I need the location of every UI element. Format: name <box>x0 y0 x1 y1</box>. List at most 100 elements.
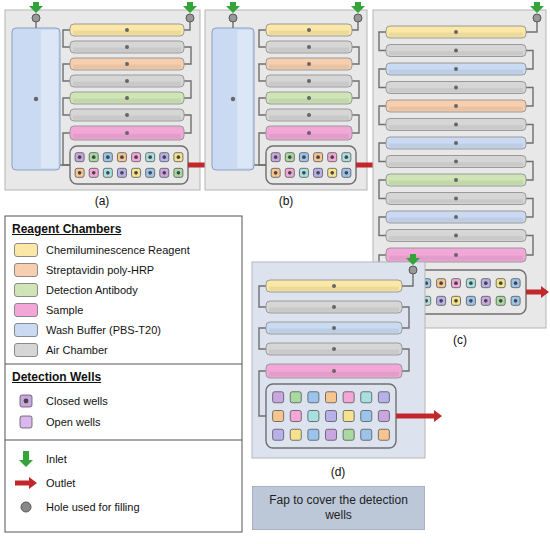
fluid-channel <box>63 64 70 81</box>
fluid-channel <box>526 51 533 70</box>
detection-well <box>314 153 323 162</box>
fluid-channel <box>63 30 70 47</box>
well-cap <box>134 155 138 159</box>
detection-well <box>20 395 32 407</box>
fluid-channel <box>526 162 533 181</box>
reagent-chamber <box>266 109 352 121</box>
reagent-chamber <box>386 211 526 223</box>
fluid-channel <box>184 22 190 30</box>
well-cap <box>484 299 488 303</box>
legend-entry: Inlet <box>14 450 67 468</box>
detection-well <box>103 153 112 162</box>
well-cap <box>120 171 124 175</box>
chamber-hole <box>454 141 458 145</box>
detection-well <box>299 168 308 177</box>
cartridge-panel <box>252 254 442 458</box>
detection-well <box>314 168 323 177</box>
detection-well <box>89 153 98 162</box>
chamber-hole <box>454 178 458 182</box>
inlet-arrow <box>406 254 420 265</box>
detection-well <box>378 392 389 403</box>
outlet-arrow <box>526 286 549 298</box>
reagent-chamber <box>266 24 352 36</box>
detection-well <box>326 429 337 440</box>
legend-border <box>5 216 242 532</box>
well-cap <box>316 171 320 175</box>
well-cap <box>274 171 278 175</box>
chamber-hole <box>125 131 129 135</box>
legend-text: Inlet <box>46 453 67 465</box>
reagent-chamber <box>266 343 402 355</box>
legend-swatch <box>14 343 38 357</box>
legend-text: Streptavidin poly-HRP <box>46 264 154 276</box>
legend-text: Hole used for filling <box>46 501 140 513</box>
legend-swatch <box>14 283 38 297</box>
chamber-hole <box>307 45 311 49</box>
reagent-chamber <box>386 193 526 205</box>
detection-well <box>174 153 183 162</box>
panel-label: (d) <box>331 465 346 479</box>
well-cap <box>106 171 110 175</box>
well-cap <box>92 171 96 175</box>
well-cap <box>469 281 473 285</box>
detection-well <box>20 416 32 428</box>
detection-well <box>160 153 169 162</box>
inlet-hole <box>186 14 194 22</box>
well-cap <box>177 171 181 175</box>
well-cap <box>469 299 473 303</box>
detection-well <box>117 153 126 162</box>
well-cap <box>134 171 138 175</box>
cartridge-panel <box>5 2 216 190</box>
well-cap <box>316 155 320 159</box>
well-channel <box>266 146 356 184</box>
detection-well <box>299 153 308 162</box>
detection-well <box>75 168 84 177</box>
well-cap <box>162 155 166 159</box>
legend-entry: Open wells <box>14 413 100 431</box>
detection-well <box>361 429 372 440</box>
reagent-chamber <box>266 58 352 70</box>
fluid-channel <box>402 349 409 371</box>
legend-text: Detection Antibody <box>46 284 138 296</box>
fluid-channel <box>184 47 191 64</box>
detection-well <box>481 279 490 288</box>
fluid-channel <box>379 143 386 162</box>
detection-well <box>466 296 475 305</box>
chamber-hole <box>454 215 458 219</box>
inlet-hole <box>533 14 541 22</box>
well-cap <box>106 155 110 159</box>
well-cap <box>92 155 96 159</box>
legend-symbol <box>14 450 38 468</box>
well-channel <box>266 384 396 448</box>
chamber-hole <box>332 284 336 288</box>
reagent-chamber <box>386 174 526 186</box>
detection-well <box>271 153 280 162</box>
detection-well <box>290 429 301 440</box>
fluid-channel <box>63 98 70 115</box>
reagent-chamber <box>266 301 402 313</box>
detection-well <box>117 168 126 177</box>
legend-heading: Detection Wells <box>12 370 101 384</box>
well-cap <box>439 281 443 285</box>
detection-well <box>452 279 461 288</box>
legend-swatch <box>14 303 38 317</box>
reagent-chamber <box>386 26 526 38</box>
legend-text: Wash Buffer (PBS-T20) <box>46 324 161 336</box>
inlet-arrow <box>226 2 240 13</box>
reagent-chamber <box>70 126 184 140</box>
chamber-hole <box>307 62 311 66</box>
detection-well <box>290 392 301 403</box>
chamber-hole <box>231 97 235 101</box>
flap-label: Fap to cover the detection wells <box>261 493 416 523</box>
legend-text: Outlet <box>46 477 75 489</box>
detection-well <box>361 411 372 422</box>
reagent-chamber <box>386 63 526 75</box>
legend-frame <box>5 216 242 532</box>
reagent-chamber <box>266 322 402 334</box>
chamber-hole <box>454 234 458 238</box>
detection-well <box>496 279 505 288</box>
legend-text: Chemiluminescence Reagent <box>46 244 190 256</box>
chamber-hole <box>454 49 458 53</box>
chamber-hole <box>125 96 129 100</box>
